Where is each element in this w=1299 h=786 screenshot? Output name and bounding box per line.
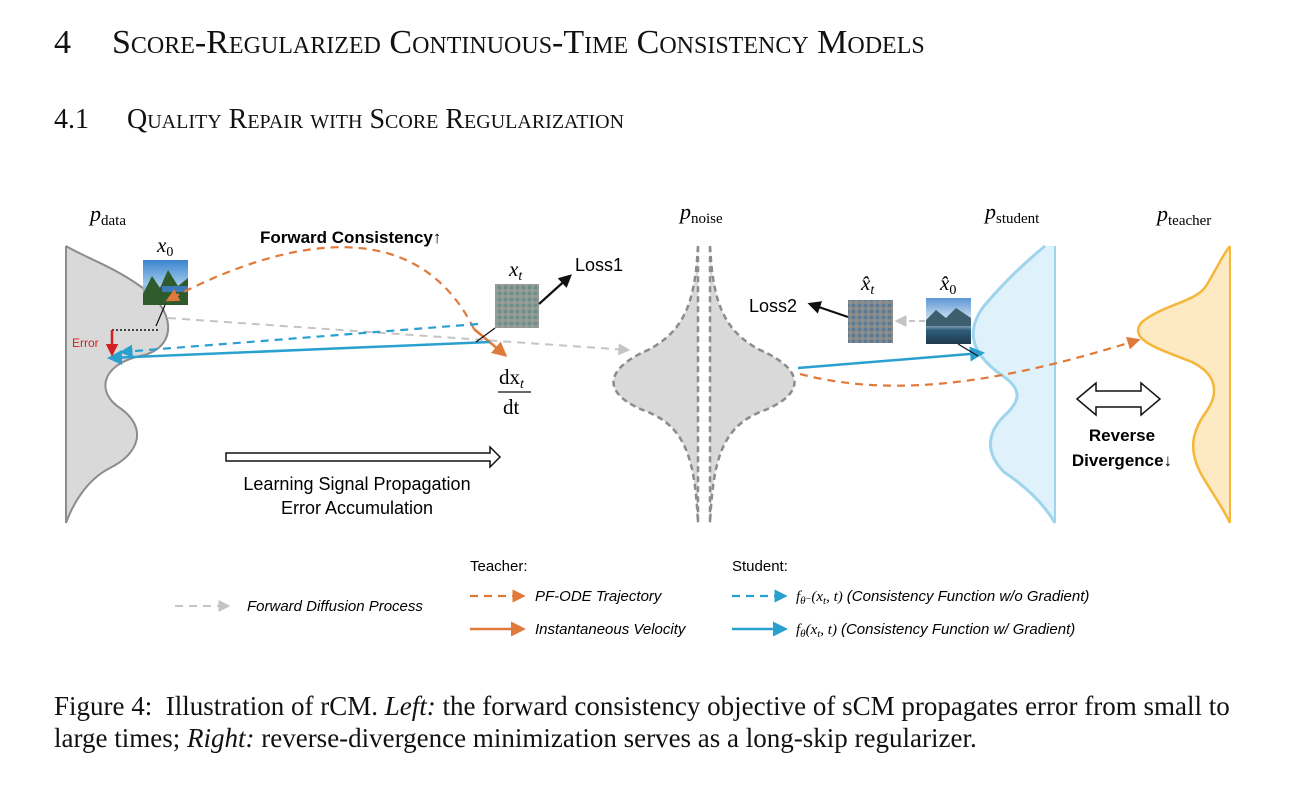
data-density-fill [66, 246, 169, 523]
legend-nograd-label: fθ⁻(xt, t)(Consistency Function w/o Grad… [796, 588, 1089, 607]
learning-signal-hollow-arrow [225, 445, 502, 469]
section-number: 4 [54, 24, 71, 61]
label-p-student: pstudent [983, 199, 1040, 227]
label-p-teacher: pteacher [1155, 201, 1211, 229]
teacher-distribution [1136, 245, 1232, 524]
noise-density-left [612, 245, 700, 524]
caption-text-1: Illustration of rCM. [165, 691, 378, 721]
loss1-arrow [538, 274, 572, 305]
reverse-divergence-double-arrow [1075, 381, 1162, 417]
subsection-title-text: Quality Repair with Score Regularization [127, 104, 625, 135]
data-density-curve [65, 245, 170, 524]
image-x0-clean [143, 260, 188, 305]
teacher-density-fill [1138, 246, 1230, 523]
image-xt-noisy [495, 284, 539, 328]
legend-forward-label: Forward Diffusion Process [247, 598, 423, 615]
label-divergence: Divergence↓ [1072, 451, 1172, 470]
subsection-title: 4.1 Quality Repair with Score Regularizat… [54, 104, 624, 136]
data-distribution [65, 245, 170, 524]
pf-ode-trajectory-right [799, 336, 1141, 387]
teacher-density-curve [1136, 245, 1232, 524]
label-forward-consistency: Forward Consistency↑ [260, 228, 441, 247]
label-dxdt-denominator: dt [503, 395, 520, 419]
label-loss1: Loss1 [575, 255, 623, 275]
section-title-text: Score-Regularized Continuous-Time Consis… [112, 24, 925, 61]
legend-student-heading: Student: [732, 558, 788, 575]
loss2-arrow [807, 301, 849, 319]
subsection-number: 4.1 [54, 104, 89, 135]
label-error-accumulation: Error Accumulation [281, 498, 433, 518]
figure-caption: Figure 4: Illustration of rCM. Left: the… [54, 690, 1254, 754]
legend: Forward Diffusion Process Teacher: PF-OD… [175, 558, 1089, 640]
label-p-noise: pnoise [678, 199, 723, 227]
xhat0-connector [957, 343, 979, 357]
label-reverse: Reverse [1089, 426, 1155, 445]
student-grad-arrow [797, 346, 985, 370]
caption-text-3: reverse-divergence minimization serves a… [261, 723, 977, 753]
xt-connector [475, 327, 496, 343]
caption-left: Left: [384, 691, 436, 721]
label-p-data: pdata [88, 201, 126, 229]
noise-distribution [612, 245, 796, 524]
caption-right: Right: [186, 723, 255, 753]
noise-density-right [708, 245, 796, 524]
image-xhat-t-noisy [848, 300, 893, 343]
caption-text-2: the forward consistency objective of sCM… [54, 691, 1230, 753]
image-xhat-0-lake [926, 298, 971, 344]
label-xt: xt [508, 257, 523, 284]
legend-grad-label: fθ(xt, t)(Consistency Function w/ Gradie… [796, 621, 1075, 640]
label-x0: x0 [156, 233, 173, 260]
label-dxdt-numerator: dxt [499, 365, 525, 392]
student-distribution [971, 244, 1057, 524]
x0-connector [155, 304, 166, 327]
legend-pf-ode-label: PF-ODE Trajectory [535, 588, 663, 605]
pf-ode-trajectory-left [165, 246, 475, 330]
section-title: 4 Score-Regularized Continuous-Time Consi… [54, 24, 925, 62]
label-learning-signal: Learning Signal Propagation [243, 474, 470, 494]
consistency-nograd-arrow [119, 322, 479, 358]
label-loss2: Loss2 [749, 296, 797, 316]
label-xhat-t: x̂t [860, 271, 875, 298]
student-density-curve [971, 244, 1057, 524]
figure-rcm-illustration: pdata pnoise pstudent pteacher x0 xt x̂t… [65, 199, 1232, 640]
legend-velocity-label: Instantaneous Velocity [535, 621, 687, 638]
caption-label: Figure 4: [54, 691, 153, 721]
legend-teacher-heading: Teacher: [470, 558, 528, 575]
label-error: Error [72, 336, 99, 350]
consistency-grad-arrow [107, 340, 491, 365]
label-xhat-0: x̂0 [939, 271, 956, 298]
forward-diffusion-arrow [167, 317, 631, 356]
